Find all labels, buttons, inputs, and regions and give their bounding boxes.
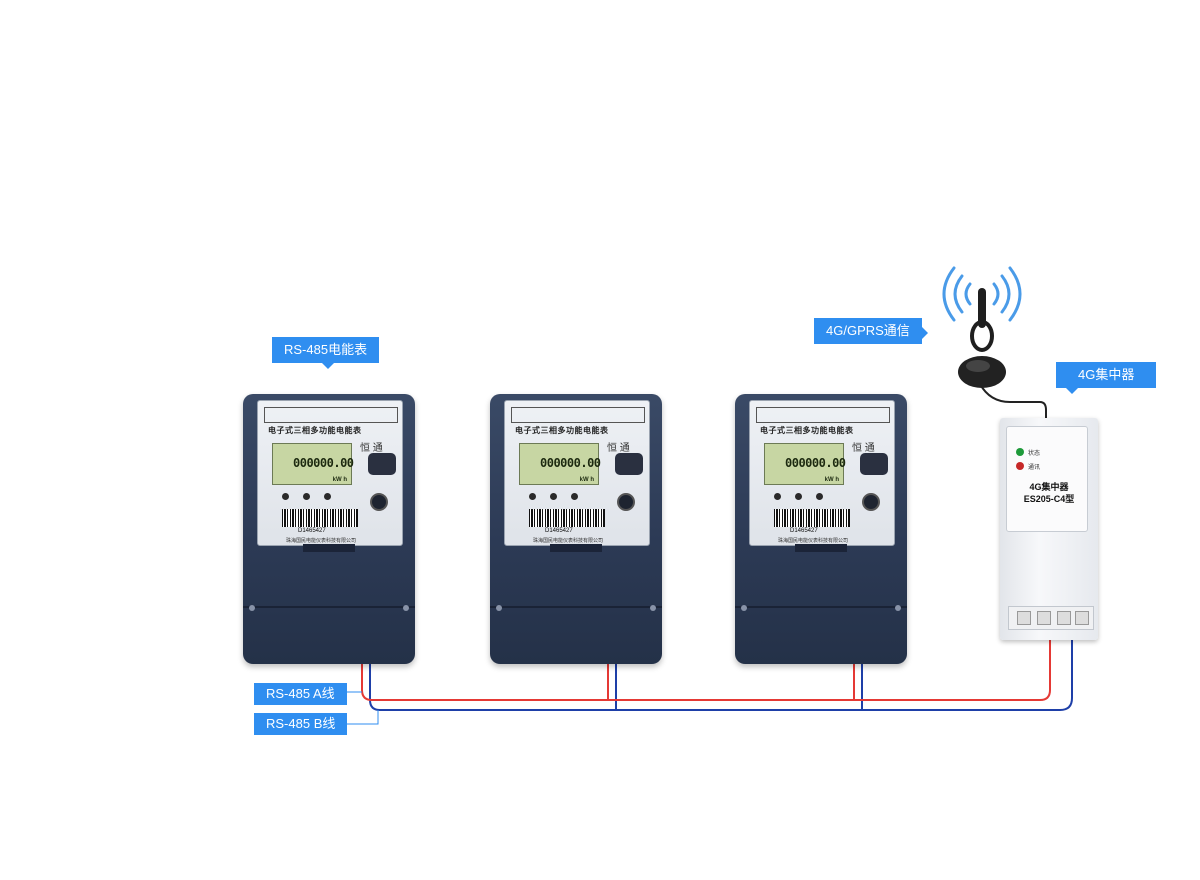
terminal bbox=[1075, 611, 1089, 625]
gprs-callout-label: 4G/GPRS通信 bbox=[826, 323, 910, 338]
meter-maker: 珠海国民电能仪表科技有限公司 bbox=[286, 538, 357, 544]
screw-icon bbox=[496, 605, 502, 611]
antenna-rod bbox=[978, 288, 986, 328]
meter-rating-plate bbox=[264, 407, 398, 423]
concentrator-callout-label: 4G集中器 bbox=[1078, 367, 1135, 382]
meter-face: 电子式三相多功能电能表 000000.00 kW h 恒 通 D1465427 … bbox=[257, 400, 403, 546]
meter-button[interactable] bbox=[862, 493, 880, 511]
energy-meter-1: 电子式三相多功能电能表 000000.00 kW h 恒 通 D1465427 … bbox=[243, 394, 415, 664]
terminal bbox=[1017, 611, 1031, 625]
comm-led-icon bbox=[1016, 462, 1024, 470]
meter-title: 电子式三相多功能电能表 bbox=[760, 426, 854, 435]
cover-seam bbox=[490, 606, 662, 608]
concentrator-callout: 4G集中器 bbox=[1056, 362, 1157, 394]
meter-face: 电子式三相多功能电能表 000000.00 kW h 恒 通 D1465427 … bbox=[504, 400, 650, 546]
meter-callout: RS-485电能表 bbox=[272, 337, 380, 369]
screw-icon bbox=[650, 605, 656, 611]
meter-lcd: 000000.00 kW h bbox=[272, 443, 354, 485]
lcd-reading: 000000.00 bbox=[785, 456, 846, 470]
screw-icon bbox=[403, 605, 409, 611]
screw-icon bbox=[895, 605, 901, 611]
lcd-unit: kW h bbox=[824, 477, 839, 483]
meter-serial: D1465427 bbox=[790, 528, 818, 534]
meter-title: 电子式三相多功能电能表 bbox=[515, 426, 609, 435]
screw-icon bbox=[741, 605, 747, 611]
antenna-cable bbox=[979, 383, 1047, 420]
meter-serial: D1465427 bbox=[298, 528, 326, 534]
line-a-label: RS-485 A线 bbox=[266, 686, 335, 701]
meter-face: 电子式三相多功能电能表 000000.00 kW h 恒 通 D1465427 … bbox=[749, 400, 895, 546]
callout-tail bbox=[1066, 388, 1078, 394]
meter-title: 电子式三相多功能电能表 bbox=[268, 426, 362, 435]
lcd-reading: 000000.00 bbox=[540, 456, 601, 470]
status-led-icon bbox=[1016, 448, 1024, 456]
barcode bbox=[774, 509, 850, 527]
line-b-leader bbox=[340, 710, 379, 725]
meter-brand: 恒 通 bbox=[607, 443, 630, 454]
pulse-leds bbox=[282, 493, 345, 502]
meter-serial: D1465427 bbox=[545, 528, 573, 534]
barcode bbox=[529, 509, 605, 527]
line-b-callout: RS-485 B线 bbox=[254, 713, 348, 735]
terminal-block bbox=[1008, 606, 1094, 630]
ir-port-icon bbox=[860, 453, 888, 475]
lcd-unit: kW h bbox=[579, 477, 594, 483]
line-a-callout: RS-485 A线 bbox=[254, 683, 347, 705]
meter-callout-label: RS-485电能表 bbox=[284, 342, 368, 357]
barcode bbox=[282, 509, 358, 527]
meter-rating-plate bbox=[511, 407, 645, 423]
meter-maker: 珠海国民电能仪表科技有限公司 bbox=[778, 538, 849, 544]
meter-maker: 珠海国民电能仪表科技有限公司 bbox=[533, 538, 604, 544]
signal-waves-icon bbox=[942, 266, 1022, 322]
rs485-b-wire bbox=[369, 636, 1073, 711]
callout-tail bbox=[322, 363, 334, 369]
antenna-coil bbox=[970, 320, 994, 352]
rs485-a-wire bbox=[361, 636, 1051, 701]
lcd-unit: kW h bbox=[332, 477, 347, 483]
energy-meter-2: 电子式三相多功能电能表 000000.00 kW h 恒 通 D1465427 … bbox=[490, 394, 662, 664]
screw-icon bbox=[249, 605, 255, 611]
ir-port-icon bbox=[368, 453, 396, 475]
gprs-callout: 4G/GPRS通信 bbox=[814, 318, 928, 344]
meter-brand: 恒 通 bbox=[852, 443, 875, 454]
terminal bbox=[1057, 611, 1071, 625]
cover-seam bbox=[243, 606, 415, 608]
ir-port-icon bbox=[615, 453, 643, 475]
concentrator-panel bbox=[1006, 426, 1088, 532]
concentrator-name: 4G集中器 bbox=[1029, 482, 1069, 492]
antenna-base-shine bbox=[966, 360, 990, 372]
callout-tail bbox=[921, 327, 928, 339]
comm-led-label: 通讯 bbox=[1028, 465, 1041, 471]
pulse-leds bbox=[529, 493, 592, 502]
cover-seam bbox=[735, 606, 907, 608]
meter-lcd: 000000.00 kW h bbox=[764, 443, 846, 485]
concentrator-model: ES205-C4型 bbox=[1023, 494, 1075, 504]
seal-clips bbox=[550, 544, 602, 552]
meter-button[interactable] bbox=[370, 493, 388, 511]
antenna bbox=[942, 266, 1022, 388]
seal-clips bbox=[303, 544, 355, 552]
terminal bbox=[1037, 611, 1051, 625]
lcd-reading: 000000.00 bbox=[293, 456, 354, 470]
concentrator-4g: 状态 通讯 4G集中器 ES205-C4型 bbox=[1000, 418, 1098, 640]
meter-lcd: 000000.00 kW h bbox=[519, 443, 601, 485]
meter-brand: 恒 通 bbox=[360, 443, 383, 454]
status-led-label: 状态 bbox=[1028, 451, 1041, 457]
line-b-label: RS-485 B线 bbox=[266, 716, 336, 731]
meter-button[interactable] bbox=[617, 493, 635, 511]
seal-clips bbox=[795, 544, 847, 552]
meter-rating-plate bbox=[756, 407, 890, 423]
pulse-leds bbox=[774, 493, 837, 502]
energy-meter-3: 电子式三相多功能电能表 000000.00 kW h 恒 通 D1465427 … bbox=[735, 394, 907, 664]
